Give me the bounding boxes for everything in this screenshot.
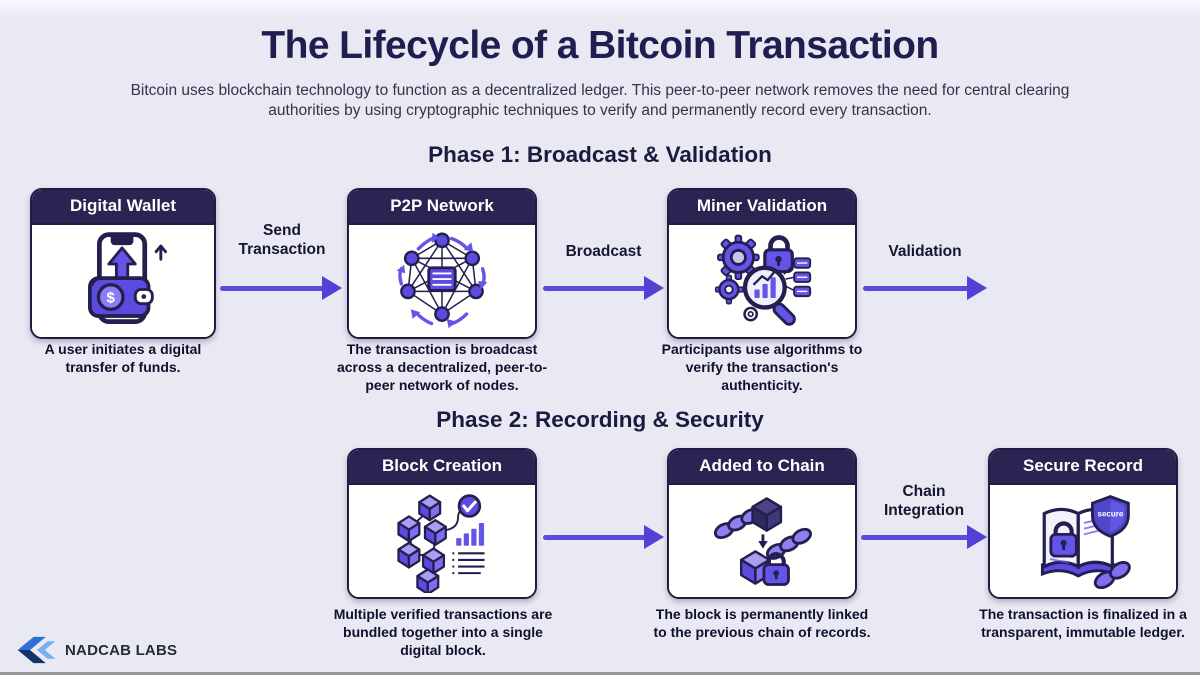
arrow-head-icon xyxy=(967,276,987,300)
caption-miner-validation: Participants use algorithms to verify th… xyxy=(661,341,863,393)
card-block-creation-body xyxy=(349,485,535,597)
caption-digital-wallet: A user initiates a digital transfer of f… xyxy=(44,341,202,375)
arrow-head-icon xyxy=(967,525,987,549)
card-digital-wallet-title: Digital Wallet xyxy=(32,190,214,225)
card-miner-validation: Miner Validation xyxy=(667,188,857,339)
card-secure-record-body: secure xyxy=(990,485,1176,597)
caption-p2p-network: The transaction is broadcast across a de… xyxy=(336,341,548,393)
arrow-line xyxy=(220,285,327,291)
shield-label: secure xyxy=(1097,509,1123,518)
arrow-line xyxy=(543,285,649,291)
card-miner-validation-title: Miner Validation xyxy=(669,190,855,225)
linked-cubes-check-icon xyxy=(397,494,485,593)
caption-block-creation: Multiple verified transactions are bundl… xyxy=(333,606,553,658)
arrow-validation xyxy=(863,276,987,300)
arrow-head-icon xyxy=(644,525,664,549)
card-added-to-chain: Added to Chain xyxy=(667,448,857,599)
card-block-creation-title: Block Creation xyxy=(349,450,535,485)
ledger-shield-lock-icon: secure xyxy=(1040,495,1131,590)
arrow-broadcast xyxy=(543,276,664,300)
nadcab-labs-logo-text: NADCAB LABS xyxy=(65,641,178,659)
arrow-head-icon xyxy=(644,276,664,300)
arrow-label-chain-integration: Chain Integration xyxy=(883,483,965,519)
arrow-chain-integration xyxy=(861,525,987,549)
page-title: The Lifecycle of a Bitcoin Transaction xyxy=(261,24,939,67)
card-digital-wallet: Digital Wallet $ xyxy=(30,188,216,339)
dollar-symbol: $ xyxy=(107,290,116,307)
arrow-line xyxy=(543,534,649,540)
arrow-line xyxy=(863,285,972,291)
card-p2p-network-body xyxy=(349,225,535,337)
arrow-block-to-chain xyxy=(543,525,664,549)
caption-secure-record: The transaction is finalized in a transp… xyxy=(979,606,1187,640)
card-p2p-network-title: P2P Network xyxy=(349,190,535,225)
nadcab-logo-icon xyxy=(17,636,56,664)
arrow-send-transaction xyxy=(220,276,342,300)
arrow-label-send-transaction: Send Transaction xyxy=(238,222,326,258)
wallet-phone-icon: $ xyxy=(88,232,167,325)
chain-cubes-lock-icon xyxy=(713,497,812,586)
card-block-creation: Block Creation xyxy=(347,448,537,599)
card-digital-wallet-body: $ xyxy=(32,225,214,337)
bottom-edge-strip xyxy=(0,672,1200,675)
arrow-label-validation: Validation xyxy=(888,243,962,260)
phase1-heading: Phase 1: Broadcast & Validation xyxy=(428,142,772,167)
network-nodes-icon xyxy=(396,232,488,329)
phase2-heading: Phase 2: Recording & Security xyxy=(436,407,764,432)
card-secure-record: Secure Record secure xyxy=(988,448,1178,599)
arrow-line xyxy=(861,534,972,540)
nadcab-labs-logo: NADCAB LABS xyxy=(16,632,177,668)
card-added-to-chain-body xyxy=(669,485,855,597)
card-added-to-chain-title: Added to Chain xyxy=(669,450,855,485)
card-p2p-network: P2P Network xyxy=(347,188,537,339)
page-subtitle: Bitcoin uses blockchain technology to fu… xyxy=(130,82,1070,120)
arrow-label-broadcast: Broadcast xyxy=(565,243,642,260)
card-miner-validation-body xyxy=(669,225,855,337)
card-secure-record-title: Secure Record xyxy=(990,450,1176,485)
gears-lock-magnifier-icon xyxy=(714,234,812,326)
caption-added-to-chain: The block is permanently linked to the p… xyxy=(653,606,871,640)
arrow-head-icon xyxy=(322,276,342,300)
